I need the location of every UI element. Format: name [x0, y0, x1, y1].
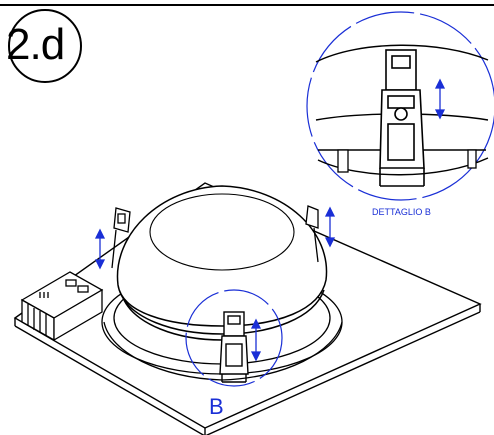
detail-view [306, 11, 494, 201]
detail-caption: DETTAGLIO B [372, 207, 431, 217]
driver-box [20, 271, 104, 342]
side-spring-right [305, 205, 319, 263]
side-spring-left [111, 207, 131, 269]
downlight-body [116, 185, 328, 341]
adjust-arrow-right [324, 206, 336, 248]
detail-adjust-arrow [434, 78, 446, 120]
detail-clip [379, 49, 425, 187]
callout-letter: B [209, 394, 224, 419]
adjust-arrow-clip [250, 318, 262, 362]
front-clip [219, 311, 249, 383]
step-label: 2.d [6, 20, 65, 69]
adjust-arrow-left [94, 228, 106, 270]
callout-b-circle [185, 289, 283, 387]
detail-side-tab [337, 149, 477, 173]
step-badge-circle [8, 9, 82, 83]
